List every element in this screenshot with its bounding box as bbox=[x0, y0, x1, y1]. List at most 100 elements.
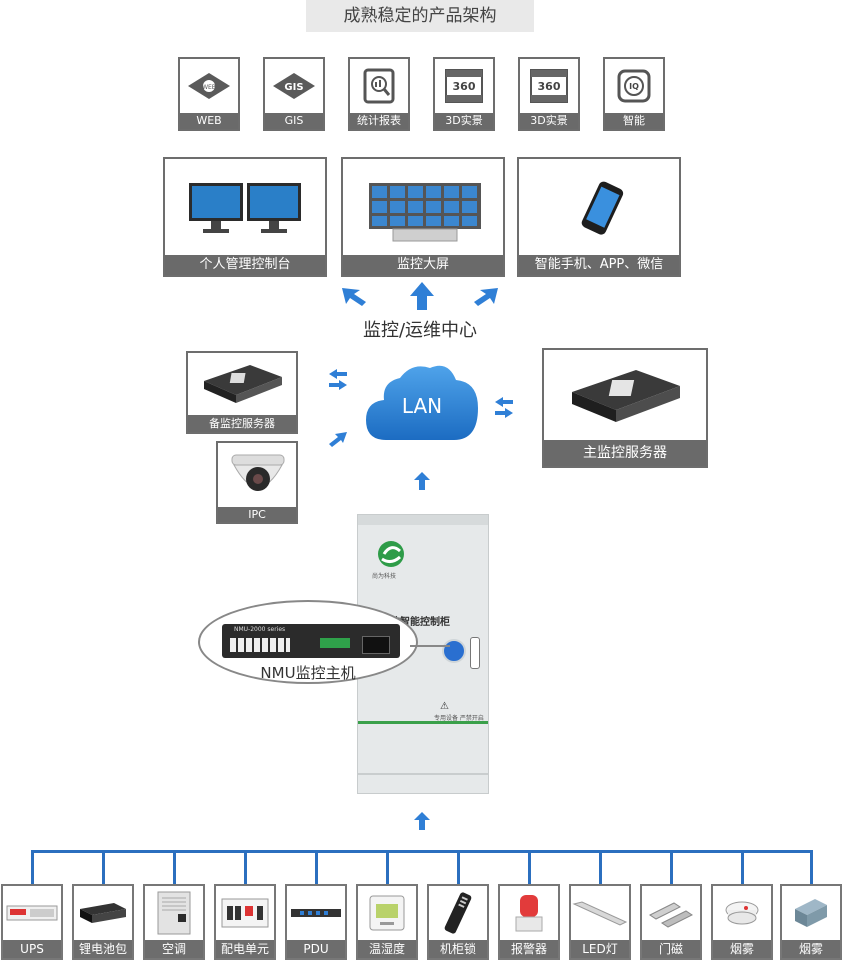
backup-server: 备监控服务器 bbox=[186, 351, 298, 434]
360-icon: 360 bbox=[520, 59, 578, 113]
tile-iq-label: 智能 bbox=[605, 113, 663, 129]
cabinet-lock bbox=[470, 637, 480, 669]
device-pdu: PDU bbox=[285, 884, 347, 960]
client-mobile: 智能手机、APP、微信 bbox=[517, 157, 681, 277]
ups-icon bbox=[3, 886, 61, 940]
client-mobile-label: 智能手机、APP、微信 bbox=[519, 255, 679, 275]
tile-3d-1: 360 3D实景 bbox=[433, 57, 495, 131]
tile-web-label: WEB bbox=[180, 113, 238, 129]
device-temp-humidity-label: 温湿度 bbox=[358, 940, 416, 958]
gis-icon: GIS bbox=[265, 59, 323, 113]
rack-server-icon bbox=[566, 362, 686, 436]
tile-gis-label: GIS bbox=[265, 113, 323, 129]
page-title: 成熟稳定的产品架构 bbox=[306, 0, 534, 32]
360-icon: 360 bbox=[435, 59, 493, 113]
tile-iq: IQ 智能 bbox=[603, 57, 665, 131]
device-temp-humidity: 温湿度 bbox=[356, 884, 418, 960]
rack-server-icon bbox=[200, 359, 286, 413]
device-power-unit-label: 配电单元 bbox=[216, 940, 274, 958]
tile-report-label: 统计报表 bbox=[350, 113, 408, 129]
device-led: LED灯 bbox=[569, 884, 631, 960]
cloud-label: LAN bbox=[401, 394, 443, 418]
nmu-host-label: NMU监控主机 bbox=[260, 664, 356, 682]
device-battery: 锂电池包 bbox=[72, 884, 134, 960]
client-video-wall: 监控大屏 bbox=[341, 157, 505, 277]
dome-camera-icon bbox=[226, 449, 290, 509]
lock-icon bbox=[429, 886, 487, 940]
led-bar-icon bbox=[571, 886, 629, 940]
device-alarm-label: 报警器 bbox=[500, 940, 558, 958]
cabinet-warning: 专用设备 严禁开启 bbox=[434, 715, 484, 722]
control-cabinet: 尚为科技 智能系统智能控制柜 ⚠ 专用设备 严禁开启 bbox=[357, 514, 489, 794]
center-label: 监控/运维中心 bbox=[362, 320, 478, 341]
tile-web: WEB WEB bbox=[178, 57, 240, 131]
web-icon: WEB bbox=[180, 59, 238, 113]
iq-icon: IQ bbox=[605, 59, 663, 113]
svg-text:IQ: IQ bbox=[629, 82, 639, 91]
device-pdu-label: PDU bbox=[287, 940, 345, 958]
right-arrows bbox=[495, 397, 513, 418]
smartphone-icon bbox=[575, 181, 629, 241]
tile-3d-2: 360 3D实景 bbox=[518, 57, 580, 131]
svg-text:360: 360 bbox=[538, 80, 561, 93]
cabinet-button bbox=[442, 639, 466, 663]
power-unit-icon bbox=[216, 886, 274, 940]
svg-text:360: 360 bbox=[453, 80, 476, 93]
warning-icon: ⚠ bbox=[440, 701, 449, 712]
client-console-label: 个人管理控制台 bbox=[165, 255, 325, 275]
device-cabinet-lock: 机柜锁 bbox=[427, 884, 489, 960]
main-server: 主监控服务器 bbox=[542, 348, 708, 468]
device-aircon-label: 空调 bbox=[145, 940, 203, 958]
svg-text:WEB: WEB bbox=[202, 84, 216, 91]
ipc-label: IPC bbox=[218, 507, 296, 522]
device-door-sensor: 门磁 bbox=[640, 884, 702, 960]
video-wall-icon bbox=[363, 179, 487, 249]
nmu-host-device: NMU-2000 series bbox=[222, 624, 400, 658]
device-bus bbox=[31, 850, 812, 853]
dual-monitor-icon bbox=[187, 179, 303, 243]
door-sensor-icon bbox=[642, 886, 700, 940]
tile-3d-2-label: 3D实景 bbox=[520, 113, 578, 129]
nmu-host-callout: NMU-2000 series NMU监控主机 bbox=[198, 600, 418, 684]
ipc-camera: IPC bbox=[216, 441, 298, 524]
svg-text:GIS: GIS bbox=[284, 82, 303, 93]
tile-report: 统计报表 bbox=[348, 57, 410, 131]
device-aircon: 空调 bbox=[143, 884, 205, 960]
tile-gis: GIS GIS bbox=[263, 57, 325, 131]
left-arrows bbox=[329, 369, 347, 447]
backup-server-label: 备监控服务器 bbox=[188, 415, 296, 432]
main-server-label: 主监控服务器 bbox=[544, 440, 706, 466]
device-alarm: 报警器 bbox=[498, 884, 560, 960]
device-door-sensor-label: 门磁 bbox=[642, 940, 700, 958]
battery-pack-icon bbox=[74, 886, 132, 940]
device-ups-label: UPS bbox=[3, 940, 61, 958]
brand-logo bbox=[374, 539, 408, 573]
client-arrows bbox=[342, 282, 498, 310]
device-smoke-2: 烟雾 bbox=[780, 884, 842, 960]
device-smoke-2-label: 烟雾 bbox=[782, 940, 840, 958]
aircon-icon bbox=[145, 886, 203, 940]
up-arrow-bus bbox=[414, 812, 430, 830]
tile-3d-1-label: 3D实景 bbox=[435, 113, 493, 129]
cloud-icon bbox=[366, 365, 478, 440]
device-power-unit: 配电单元 bbox=[214, 884, 276, 960]
nmu-model: NMU-2000 series bbox=[234, 626, 286, 633]
smoke-detector-icon bbox=[713, 886, 771, 940]
device-cabinet-lock-label: 机柜锁 bbox=[429, 940, 487, 958]
report-icon bbox=[350, 59, 408, 113]
device-battery-label: 锂电池包 bbox=[74, 940, 132, 958]
alarm-icon bbox=[500, 886, 558, 940]
client-console: 个人管理控制台 bbox=[163, 157, 327, 277]
smoke-module-icon bbox=[782, 886, 840, 940]
device-led-label: LED灯 bbox=[571, 940, 629, 958]
up-arrow-cabinet bbox=[414, 472, 430, 490]
thermometer-icon bbox=[358, 886, 416, 940]
callout-line bbox=[410, 645, 450, 647]
client-video-wall-label: 监控大屏 bbox=[343, 255, 503, 275]
device-smoke-1-label: 烟雾 bbox=[713, 940, 771, 958]
pdu-icon bbox=[287, 886, 345, 940]
device-ups: UPS bbox=[1, 884, 63, 960]
lan-cloud: LAN bbox=[364, 360, 480, 444]
brand-name: 尚为科技 bbox=[372, 573, 397, 580]
device-smoke-1: 烟雾 bbox=[711, 884, 773, 960]
